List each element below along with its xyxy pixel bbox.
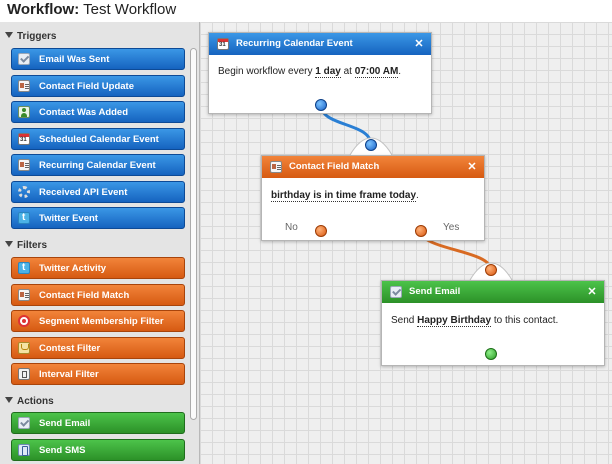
trigger-twitter-event[interactable]: Twitter Event: [11, 207, 185, 229]
node-text: Begin workflow every: [218, 66, 313, 77]
yes-branch-label: Yes: [443, 222, 460, 233]
trigger-label: Contact Was Added: [39, 107, 129, 118]
trigger-label: Recurring Calendar Event: [39, 160, 156, 171]
time-value-link[interactable]: 07:00 AM: [354, 66, 399, 78]
twitter-icon: [18, 212, 30, 224]
email-template-link[interactable]: Happy Birthday: [417, 315, 492, 327]
node-header[interactable]: Recurring Calendar Event ✕: [209, 33, 431, 55]
calendar-icon: [217, 38, 229, 50]
trigger-label: Twitter Event: [39, 213, 98, 224]
input-port[interactable]: [365, 139, 377, 151]
close-icon[interactable]: ✕: [467, 161, 477, 173]
trigger-contact-field-update[interactable]: Contact Field Update: [11, 75, 185, 97]
workflow-name: Test Workflow: [83, 1, 177, 18]
node-recurring-calendar-event[interactable]: Recurring Calendar Event ✕ Begin workflow…: [208, 32, 432, 114]
node-contact-field-match[interactable]: Contact Field Match ✕ birthday is in time…: [261, 155, 485, 241]
hourglass-icon: [18, 368, 30, 380]
filter-label: Interval Filter: [39, 369, 99, 380]
output-port[interactable]: [315, 99, 327, 111]
action-label: Send Email: [39, 418, 91, 429]
phone-icon: [18, 444, 30, 456]
node-header[interactable]: Contact Field Match ✕: [262, 156, 484, 178]
close-icon[interactable]: ✕: [414, 38, 424, 50]
trigger-label: Scheduled Calendar Event: [39, 134, 159, 145]
node-body: Send Happy Birthday to this contact.: [391, 315, 604, 327]
page-title: Workflow: Test Workflow: [7, 0, 176, 22]
yes-output-port[interactable]: [415, 225, 427, 237]
trigger-label: Contact Field Update: [39, 81, 135, 92]
actions-section-label: Actions: [17, 396, 54, 407]
gear-icon: [18, 186, 30, 198]
sidebar-scrollbar[interactable]: [190, 48, 197, 464]
calendar-icon: [18, 133, 30, 145]
filters-section-label: Filters: [17, 240, 48, 251]
node-body: birthday is in time frame today.: [271, 190, 484, 202]
email-icon: [18, 417, 30, 429]
filter-label: Contact Field Match: [39, 290, 130, 301]
target-icon: [18, 315, 30, 327]
email-icon: [390, 286, 402, 298]
node-title: Contact Field Match: [289, 161, 380, 172]
close-icon[interactable]: ✕: [587, 286, 597, 298]
node-text: .: [398, 66, 402, 77]
triggers-section-label: Triggers: [17, 31, 57, 42]
triggers-section-header[interactable]: Triggers: [5, 30, 56, 44]
email-icon: [18, 53, 30, 65]
filter-label: Contest Filter: [39, 343, 101, 354]
workflow-canvas[interactable]: Recurring Calendar Event ✕ Begin workflow…: [200, 22, 612, 464]
input-port[interactable]: [485, 264, 497, 276]
trigger-contact-was-added[interactable]: Contact Was Added: [11, 101, 185, 123]
collapse-triangle-icon: [5, 397, 13, 403]
person-icon: [18, 106, 30, 118]
output-port[interactable]: [485, 348, 497, 360]
trophy-icon: [18, 342, 30, 354]
node-header[interactable]: Send Email ✕: [382, 281, 604, 303]
node-title: Recurring Calendar Event: [236, 38, 353, 49]
filter-label: Segment Membership Filter: [39, 316, 164, 327]
sidebar: Triggers Email Was Sent Contact Field Up…: [0, 22, 200, 464]
collapse-triangle-icon: [5, 241, 13, 247]
node-text: .: [416, 190, 419, 201]
match-condition-link[interactable]: birthday is in time frame today: [271, 190, 417, 202]
filter-twitter-activity[interactable]: Twitter Activity: [11, 257, 185, 279]
trigger-scheduled-calendar-event[interactable]: Scheduled Calendar Event: [11, 128, 185, 150]
trigger-recurring-calendar-event[interactable]: Recurring Calendar Event: [11, 154, 185, 176]
node-body: Begin workflow every 1 day at 07:00 AM.: [218, 66, 431, 78]
trigger-received-api-event[interactable]: Received API Event: [11, 181, 185, 203]
actions-section-header[interactable]: Actions: [5, 395, 54, 409]
action-label: Send SMS: [39, 445, 86, 456]
trigger-label: Received API Event: [39, 187, 128, 198]
filters-section-header[interactable]: Filters: [5, 239, 47, 253]
twitter-icon: [18, 262, 30, 274]
title-prefix: Workflow:: [7, 1, 80, 18]
recurring-calendar-icon: [18, 159, 30, 171]
action-send-sms[interactable]: Send SMS: [11, 439, 185, 461]
no-output-port[interactable]: [315, 225, 327, 237]
contact-card-icon: [18, 289, 30, 301]
action-send-email[interactable]: Send Email: [11, 412, 185, 434]
filter-label: Twitter Activity: [39, 263, 107, 274]
contact-card-icon: [270, 161, 282, 173]
node-text: at: [343, 66, 352, 77]
no-branch-label: No: [285, 222, 298, 233]
contact-card-icon: [18, 80, 30, 92]
filter-segment-membership[interactable]: Segment Membership Filter: [11, 310, 185, 332]
interval-value-link[interactable]: 1 day: [315, 66, 341, 78]
trigger-email-was-sent[interactable]: Email Was Sent: [11, 48, 185, 70]
node-text: Send: [391, 315, 415, 326]
collapse-triangle-icon: [5, 32, 13, 38]
filter-interval[interactable]: Interval Filter: [11, 363, 185, 385]
filter-contact-field-match[interactable]: Contact Field Match: [11, 284, 185, 306]
filter-contest[interactable]: Contest Filter: [11, 337, 185, 359]
node-title: Send Email: [409, 286, 461, 297]
trigger-label: Email Was Sent: [39, 54, 110, 65]
scrollbar-thumb[interactable]: [190, 48, 197, 420]
node-text: to this contact.: [493, 315, 559, 326]
